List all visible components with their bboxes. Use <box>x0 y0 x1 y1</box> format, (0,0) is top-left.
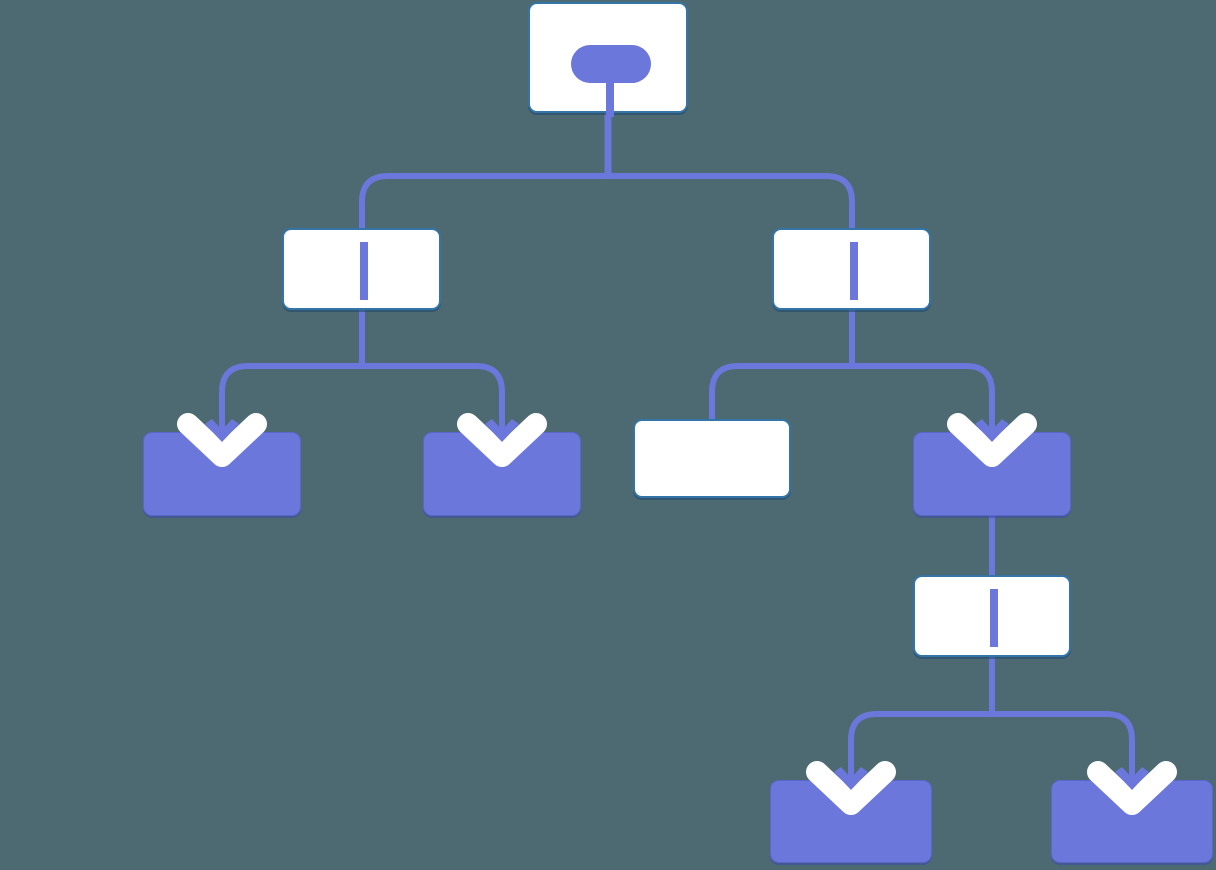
node-n6[interactable] <box>913 432 1071 516</box>
node-n1[interactable] <box>282 228 441 310</box>
node-n2-inner-line <box>849 242 858 300</box>
node-n1-inner-line <box>359 242 368 300</box>
node-n5[interactable] <box>633 419 791 498</box>
node-n7[interactable] <box>913 575 1071 657</box>
node-root[interactable] <box>528 2 688 117</box>
root-pill-stem <box>606 83 614 117</box>
node-n7-inner-line <box>990 589 998 647</box>
node-n8[interactable] <box>770 780 932 863</box>
node-n9[interactable] <box>1051 780 1213 863</box>
node-n2[interactable] <box>772 228 931 310</box>
node-n3[interactable] <box>143 432 301 516</box>
node-n4[interactable] <box>423 432 581 516</box>
root-pill-icon <box>571 45 651 83</box>
